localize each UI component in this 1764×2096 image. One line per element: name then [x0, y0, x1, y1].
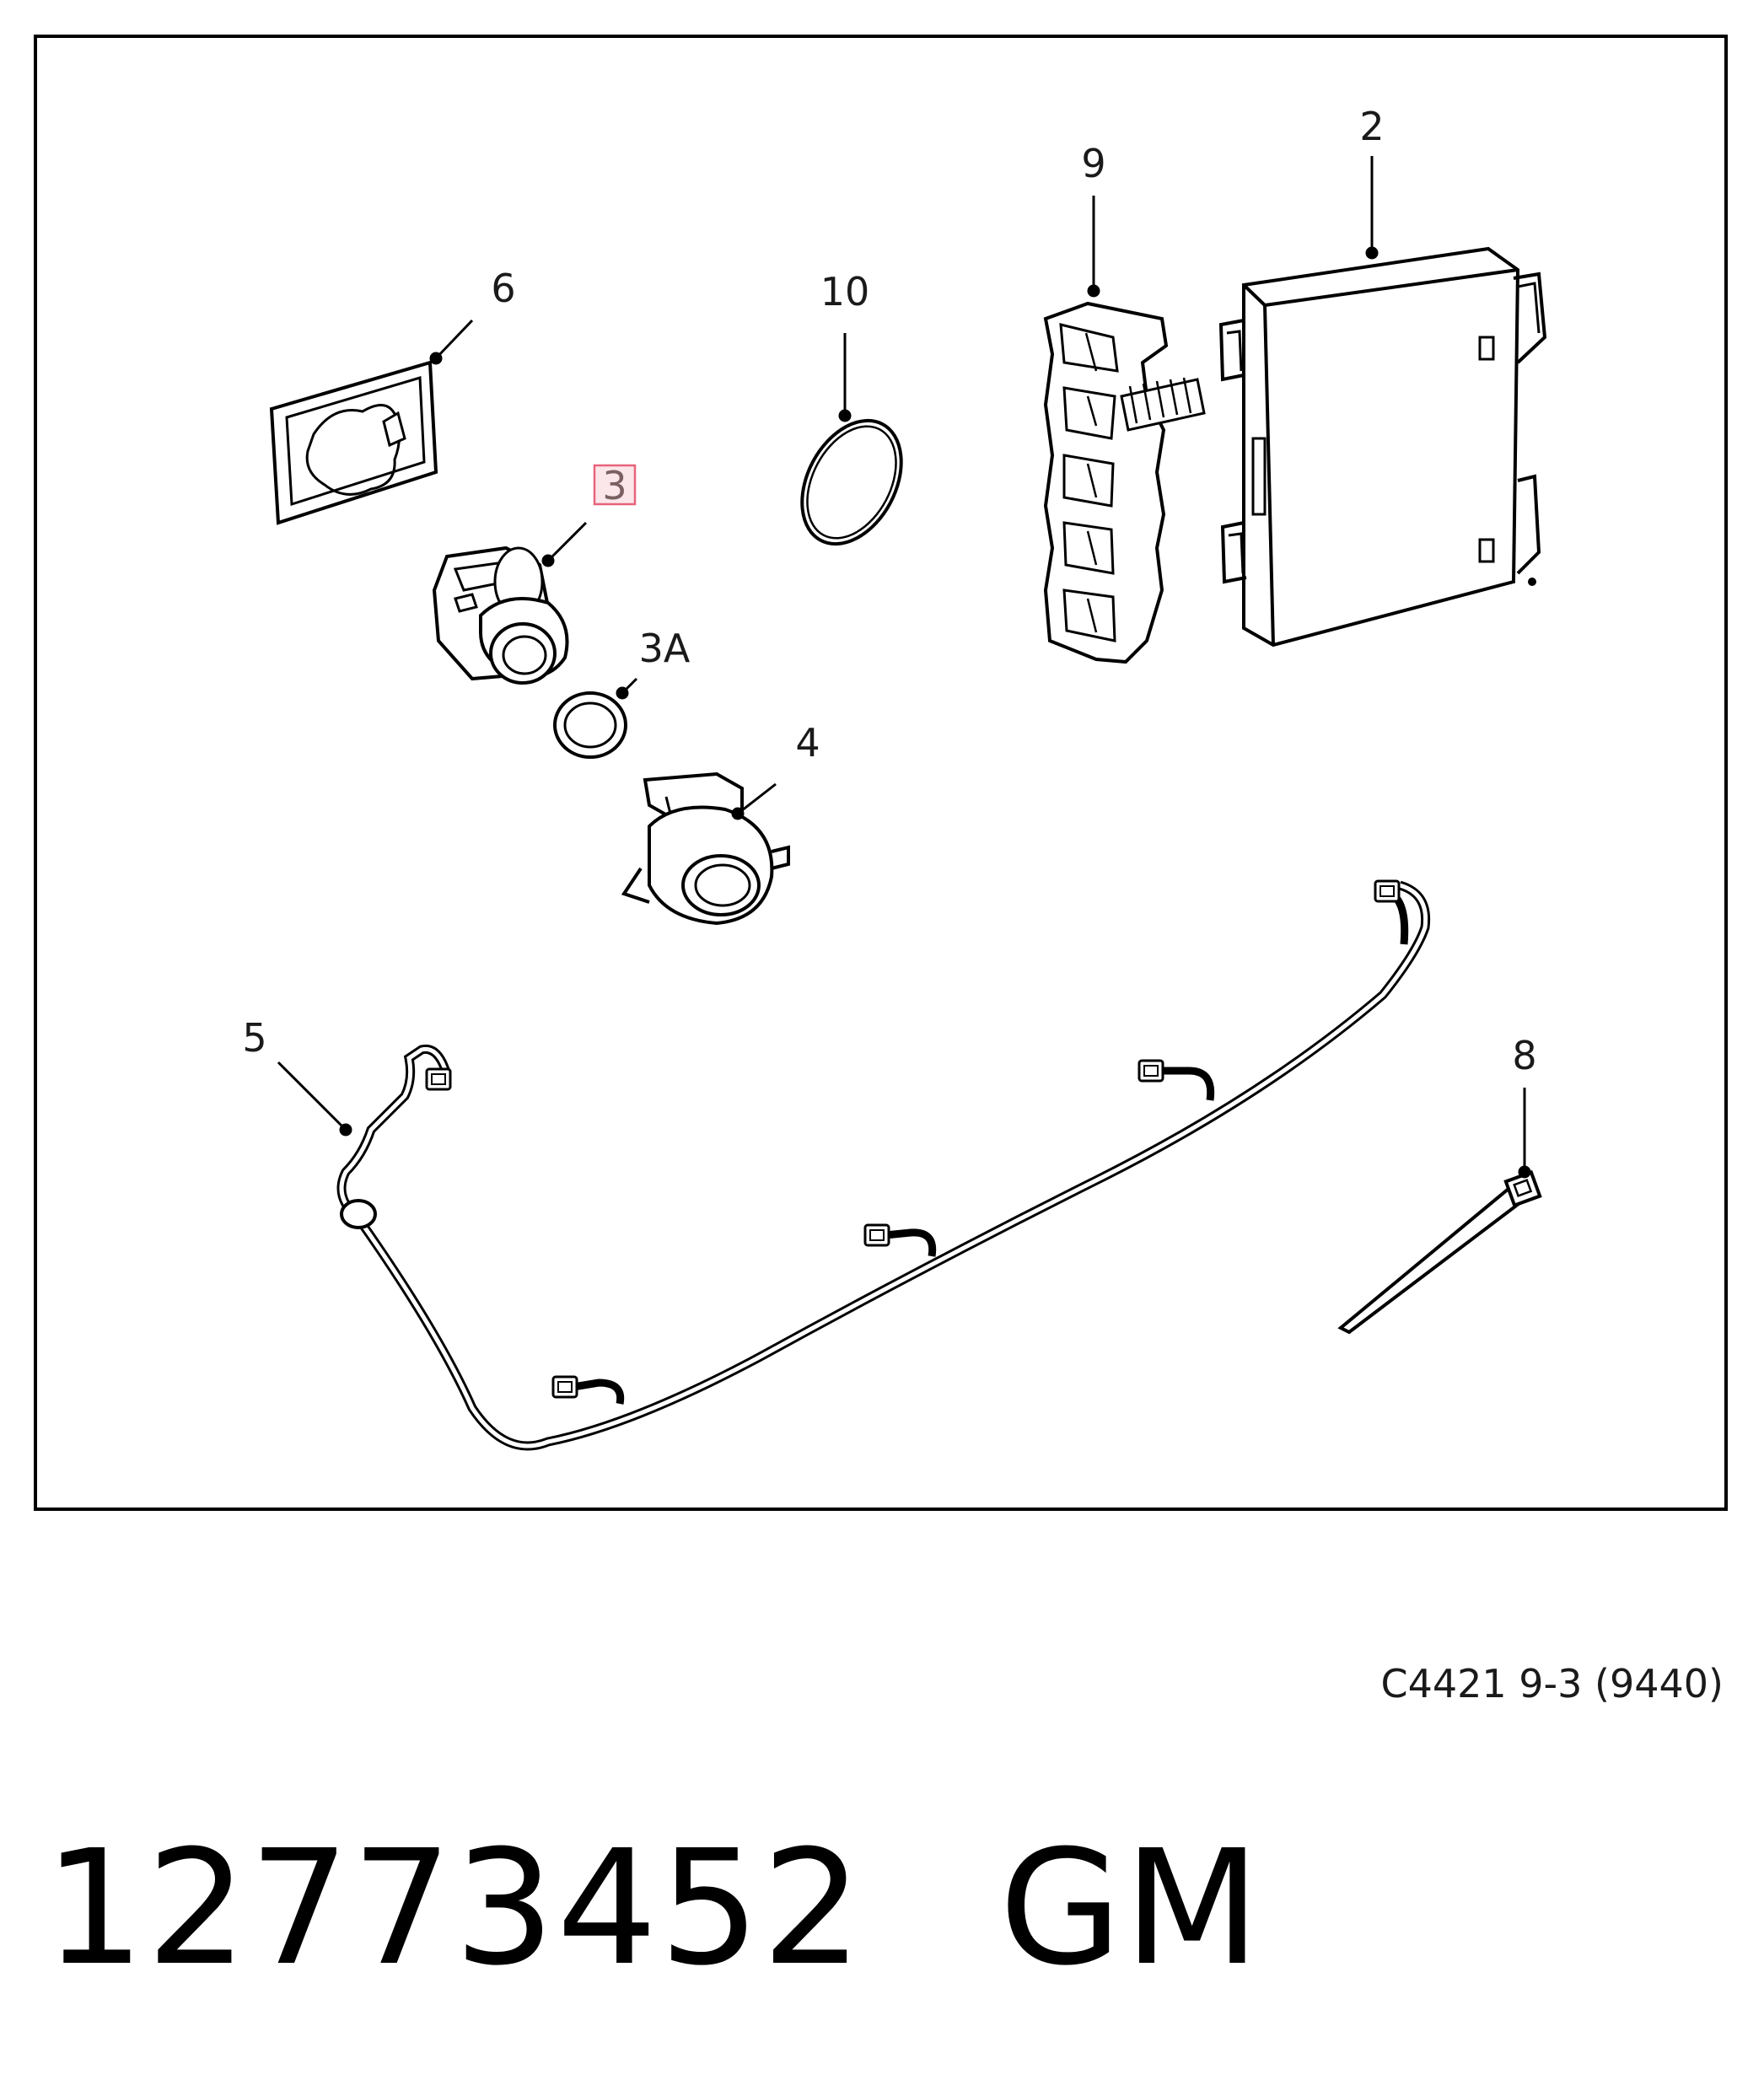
part-8-cable-tie [1337, 1169, 1542, 1335]
leader-lines [277, 156, 1531, 1179]
callout-3: 3 [602, 463, 627, 508]
brand-name: GM [998, 1816, 1262, 2001]
callout-2: 2 [1359, 104, 1384, 149]
part-2-control-module [1218, 246, 1547, 648]
callout-4: 4 [795, 720, 820, 766]
part-10-o-ring [800, 418, 903, 546]
part-9-holder-bracket [1043, 301, 1206, 664]
part-4-bracket [621, 771, 790, 926]
callout-6: 6 [491, 266, 515, 311]
exploded-parts-diagram: 2 9 6 10 3 3A 4 5 8 [34, 35, 1728, 1511]
part-5-wiring-harness [336, 879, 1431, 1451]
diagram-reference-code: C4421 9-3 (9440) [1380, 1661, 1724, 1706]
part-6-gasket-plate [269, 360, 438, 525]
part-number: 12773452 [44, 1816, 864, 2001]
callout-8: 8 [1512, 1033, 1536, 1078]
part-3a-ring [553, 691, 627, 759]
callout-3a: 3A [639, 626, 691, 671]
callout-3-highlight-box [593, 464, 637, 506]
callout-10: 10 [820, 269, 870, 314]
callout-9: 9 [1081, 141, 1105, 186]
part-3-sensor [432, 545, 569, 685]
callout-5: 5 [242, 1015, 266, 1061]
diagram-frame [34, 35, 1728, 1511]
